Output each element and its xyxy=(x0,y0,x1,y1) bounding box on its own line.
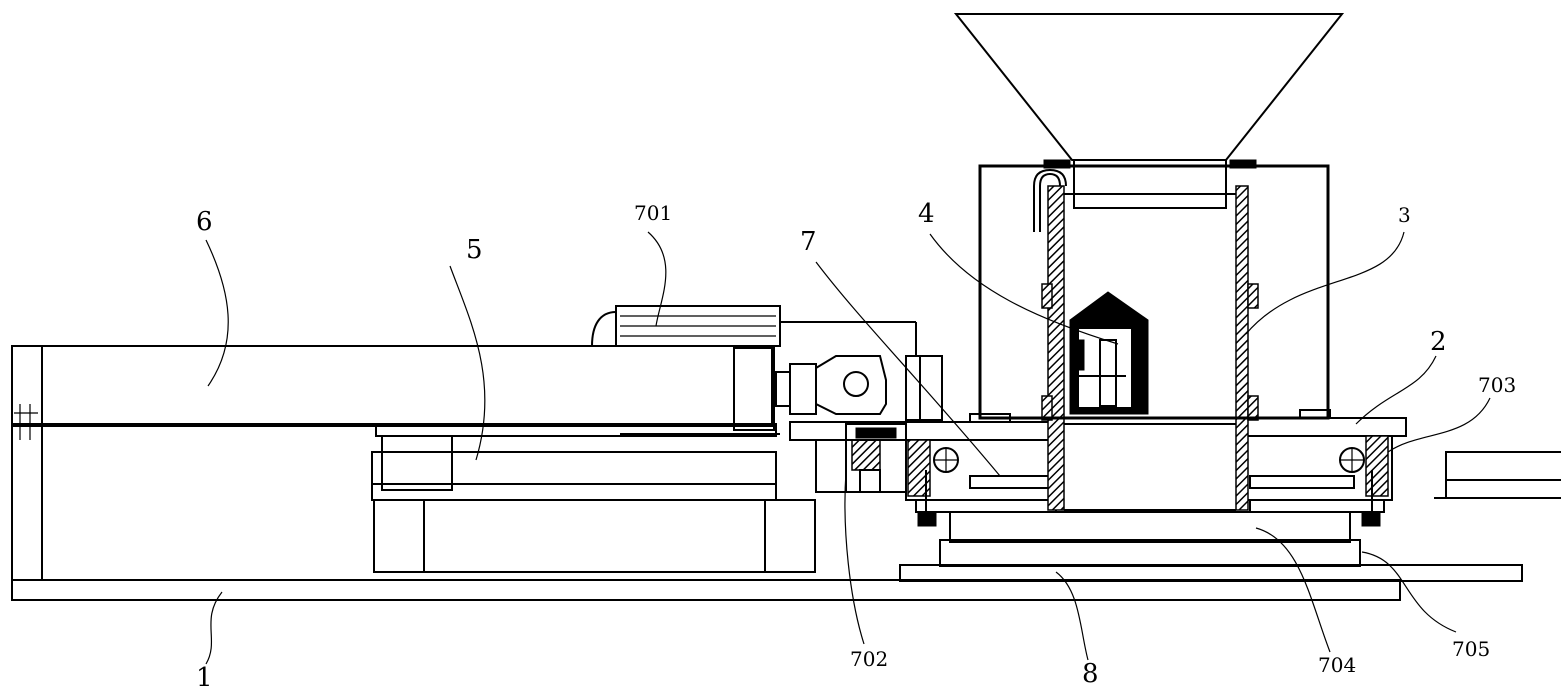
label-3: 3 xyxy=(1398,203,1411,227)
outfeed-rail xyxy=(1434,451,1561,499)
conveyor-6 xyxy=(11,345,773,580)
leader-lines xyxy=(205,231,1491,665)
label-5: 5 xyxy=(466,235,483,265)
cutter-4 xyxy=(1069,291,1149,415)
plate-8 xyxy=(899,511,1523,582)
label-705: 705 xyxy=(1452,637,1490,661)
hopper xyxy=(953,13,1345,232)
label-703: 703 xyxy=(1478,373,1516,397)
motor-701 xyxy=(591,305,917,356)
label-6: 6 xyxy=(196,207,213,237)
label-4: 4 xyxy=(918,199,935,229)
gearbox xyxy=(620,347,943,435)
label-1: 1 xyxy=(196,663,213,693)
frame-5 xyxy=(371,423,816,573)
label-7: 7 xyxy=(800,227,817,257)
label-702: 702 xyxy=(850,647,888,671)
label-8: 8 xyxy=(1082,659,1099,689)
cylinder-3 xyxy=(1041,185,1259,511)
base-plate xyxy=(11,579,1401,601)
label-2: 2 xyxy=(1430,327,1447,357)
outer-housing xyxy=(978,164,1330,420)
rotary-table-7 xyxy=(789,413,1057,527)
label-701: 701 xyxy=(634,201,672,225)
label-704: 704 xyxy=(1318,653,1356,677)
right-support-703 xyxy=(1239,409,1407,527)
bearing-block-702 xyxy=(815,423,907,493)
